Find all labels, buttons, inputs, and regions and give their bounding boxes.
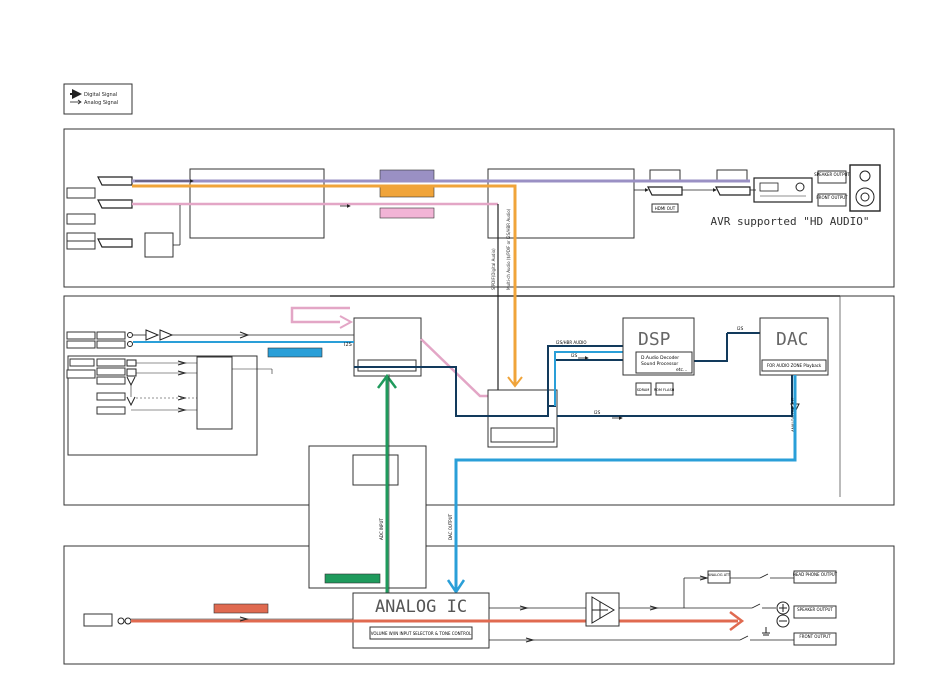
panel-analog	[63, 545, 895, 665]
network-module-box	[196, 356, 233, 430]
hdmi-in-2-icon	[97, 199, 133, 209]
hdmi-out-icon	[647, 186, 683, 196]
optical-jack-icon	[127, 341, 133, 347]
analog-ic-title: ANALOG IC	[375, 597, 467, 617]
avr-hdmi-in-icon	[715, 186, 751, 196]
dsp-i2s-out-label: I2S	[571, 353, 578, 358]
dsp-i2s-label: I2S/HBR AUDIO	[556, 340, 587, 345]
blue-key-bar	[267, 347, 323, 358]
panel-hdmi	[63, 128, 895, 288]
avr-speaker-output: SPEAKER OUTPUT	[814, 172, 850, 177]
speaker-output-label: SPEAKER OUTPUT	[797, 607, 833, 612]
dac-output-label: DAC OUTPUT	[448, 513, 453, 540]
legend: Digital Signal Analog Signal	[63, 83, 133, 115]
antenna-2-icon	[126, 396, 136, 407]
headphone-att-label: ANALOG ATT	[708, 573, 731, 577]
hdmi-out-label: HDMI OUT	[655, 206, 676, 211]
i2s-bus-label: I2S	[344, 342, 352, 348]
sdram-box	[635, 382, 652, 396]
i2s-bottom-label: I2S	[594, 410, 601, 415]
flash-label: ROM FLASH	[654, 388, 675, 392]
analog-ic-subtitle: VOLUME W/IN INPUT SELECTOR & TONE CONTRO…	[371, 631, 472, 636]
speaker-cabinet-icon	[849, 164, 881, 212]
sdram-label: SDRAM	[637, 388, 650, 392]
flash-box	[655, 382, 674, 396]
ground-icon	[762, 627, 770, 636]
legend-analog: Analog Signal	[84, 100, 118, 106]
avr-front-output: FRONT OUTPUT	[816, 195, 848, 200]
hdmi-in-3-icon	[97, 238, 133, 248]
buffer-2-icon	[159, 329, 174, 341]
buffer-1-icon	[145, 329, 160, 341]
dsp-title: DSP	[638, 329, 671, 350]
analog-section: ANALOG IC VOLUME W/IN INPUT SELECTOR & T…	[83, 570, 838, 649]
hdmi-section: HDMI OUT SPEAKER OUTPUT FRONT OUTPUT AVR…	[66, 164, 881, 396]
adc-section: ADC INPUT DAC OUTPUT	[308, 373, 453, 593]
lan-port-icon	[126, 368, 137, 377]
dac-title: DAC	[776, 329, 809, 350]
avr-caption: AVR supported "HD AUDIO"	[711, 215, 870, 228]
dsp-line2: Sound Processor	[641, 361, 678, 367]
multich-label: Multi-ch Audio ($/PDIF or I2S/HBR Audio)	[506, 208, 511, 290]
hdmi-receiver-box	[144, 232, 174, 258]
rca-jack-2-icon	[124, 617, 132, 625]
headphone-output-label: HEAD PHONE OUTPUT	[793, 572, 838, 577]
adc-chip-box	[352, 454, 399, 486]
dac-subtitle: FOR AUDIO ZONE Playback	[767, 363, 822, 368]
legend-digital: Digital Signal	[84, 92, 117, 98]
hdmi-in-1-icon	[97, 176, 133, 186]
rca-jack-1-icon	[117, 617, 125, 625]
usb-port-icon	[126, 359, 137, 367]
purple-key-bar	[379, 169, 435, 181]
pink-key-bar	[379, 207, 435, 219]
dsp-line3: etc...	[676, 367, 687, 373]
coax-jack-icon	[127, 332, 133, 338]
dac-i2s-label: I2S	[737, 326, 744, 331]
red-key-bar	[213, 603, 269, 614]
orange-key-bar	[379, 186, 435, 198]
headphone-att-box	[707, 570, 731, 584]
adc-input-label: ADC INPUT	[379, 518, 384, 540]
dsp-line1: D.Audio Decoder	[641, 355, 679, 361]
front-output-label: FRONT OUTPUT	[799, 634, 831, 639]
spdif-label: S/PDIF(Digital Audio)	[491, 248, 496, 290]
avr-receiver-icon	[753, 177, 813, 203]
digital-section: I2S DSP D.Audio Decoder Sound Processor …	[66, 306, 829, 595]
green-key-bar	[324, 573, 381, 584]
